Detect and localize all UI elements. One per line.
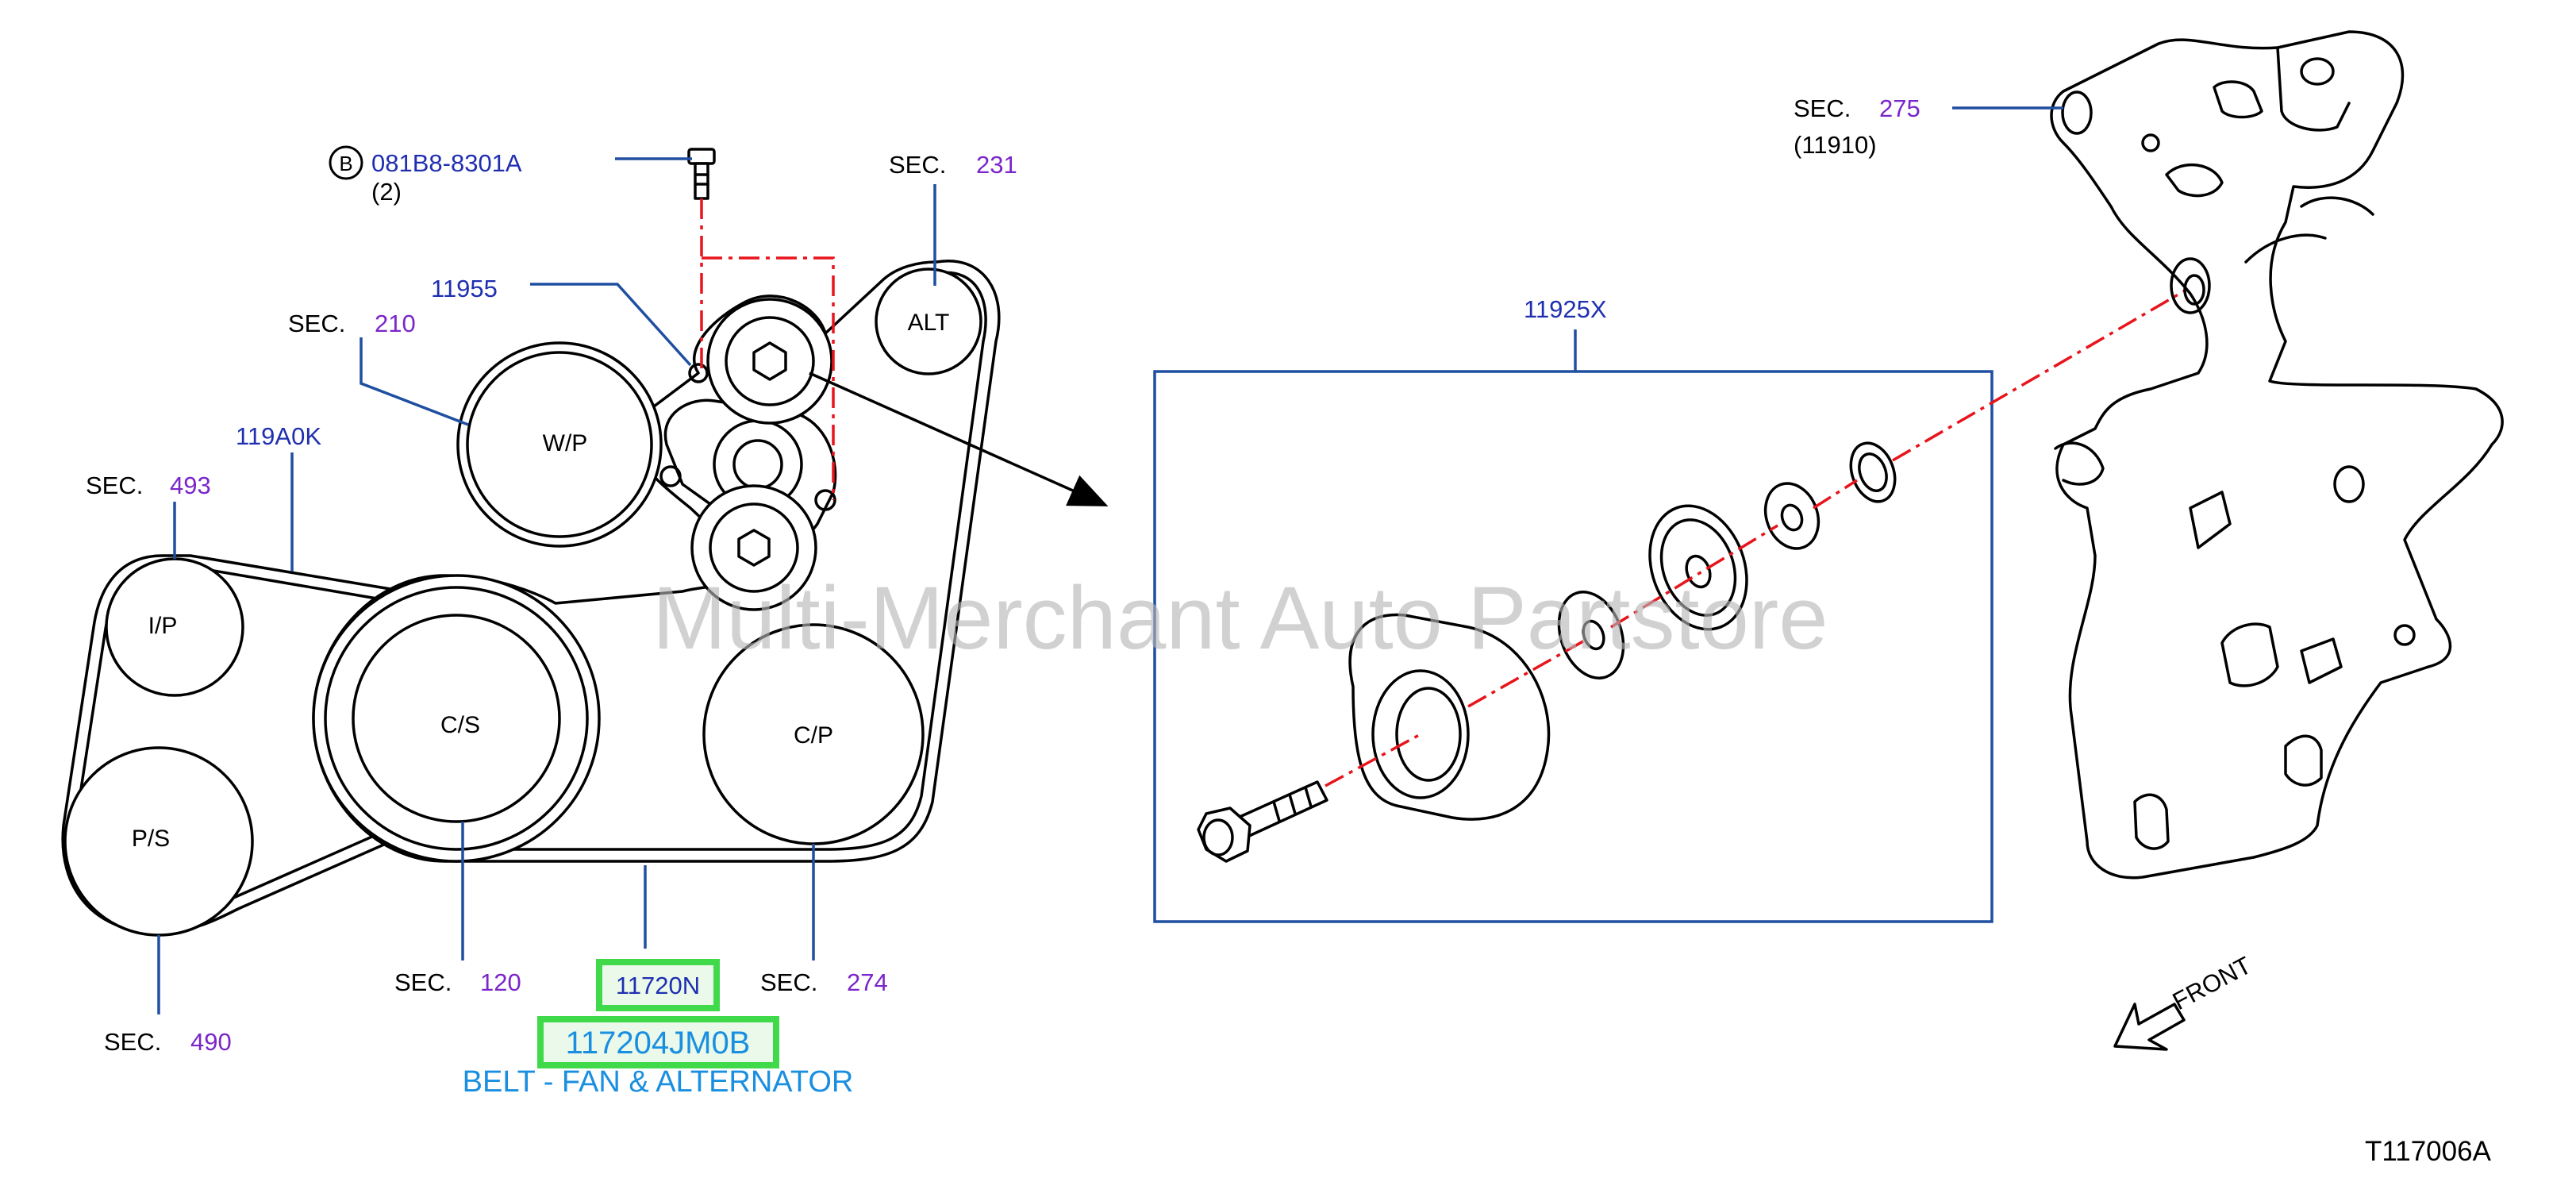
sec-274-label: SEC. — [760, 968, 817, 996]
sec-275-number: 275 — [1879, 94, 1920, 122]
sec-274-number: 274 — [847, 968, 888, 996]
idler-snap-ring — [1849, 441, 1897, 503]
sec-231-number: 231 — [976, 151, 1017, 179]
idler-exploded-view: 11925X — [1153, 288, 2187, 923]
pulley-alt — [875, 268, 982, 375]
pulley-cs — [352, 614, 561, 823]
sec-120-label: SEC. — [394, 968, 452, 996]
detail-frame — [1153, 370, 1994, 923]
idler-bolt — [1197, 780, 1328, 863]
highlight-ref-text[interactable]: 11720N — [616, 972, 700, 999]
front-label: FRONT — [2168, 951, 2256, 1015]
bolt-081B8-8301A — [687, 148, 716, 200]
idler-pulley — [1348, 613, 1551, 821]
bolt-location-dashline — [700, 198, 835, 500]
mounting-bracket: SEC. 275 (11910) — [1794, 30, 2504, 880]
belt-description: BELT - FAN & ALTERNATOR — [463, 1065, 854, 1099]
front-arrow-icon — [2113, 1003, 2186, 1051]
sec-493-number: 493 — [170, 472, 211, 499]
figure-code: T117006A — [2365, 1136, 2492, 1167]
highlight-ref-box[interactable] — [596, 959, 720, 1011]
part-119A0K: 119A0K — [236, 422, 321, 450]
sec-490-label: SEC. — [104, 1028, 161, 1056]
part-11925X: 11925X — [1524, 295, 1607, 323]
tensioner-assembly — [659, 298, 837, 611]
pulley-wp — [456, 341, 663, 548]
highlight-part-box[interactable] — [537, 1016, 779, 1068]
bolt-marker-circle — [329, 145, 363, 180]
sec-493-label: SEC. — [86, 472, 143, 499]
idler-axis-dashline — [1325, 288, 2187, 787]
sec-210-label: SEC. — [288, 310, 345, 337]
part-11910: (11910) — [1794, 131, 1877, 159]
belt-layout: ALT W/P I/P C/S C/P P/S B 081B8-8301A (2… — [61, 145, 1109, 1099]
bolt-part-number: 081B8-8301A — [371, 149, 522, 177]
idler-washer — [1557, 591, 1625, 679]
highlight-part-number[interactable]: 117204JM0B — [566, 1026, 751, 1061]
pulley-label-alt: ALT — [908, 310, 950, 336]
bolt-marker-letter: B — [339, 152, 352, 175]
idler-spacer — [1648, 504, 1748, 631]
detail-arrow — [809, 371, 1109, 506]
bolt-quantity: (2) — [371, 178, 402, 206]
pulley-label-wp: W/P — [543, 430, 588, 456]
idler-bushing — [1763, 482, 1821, 550]
sec-210-number: 210 — [375, 310, 416, 337]
sec-120-number: 120 — [480, 968, 521, 996]
pulley-label-ps: P/S — [132, 826, 170, 852]
pulley-label-ip: I/P — [148, 613, 178, 639]
pulley-label-cs: C/S — [440, 712, 480, 738]
sec-275-label: SEC. — [1794, 94, 1851, 122]
sec-231-label: SEC. — [889, 151, 946, 179]
sec-490-number: 490 — [190, 1028, 232, 1056]
part-11955: 11955 — [431, 275, 498, 302]
front-direction-indicator: FRONT — [2113, 951, 2256, 1051]
pulley-label-cp: C/P — [794, 722, 833, 749]
watermark: Multi-Merchant Auto Partstore — [652, 568, 1828, 668]
